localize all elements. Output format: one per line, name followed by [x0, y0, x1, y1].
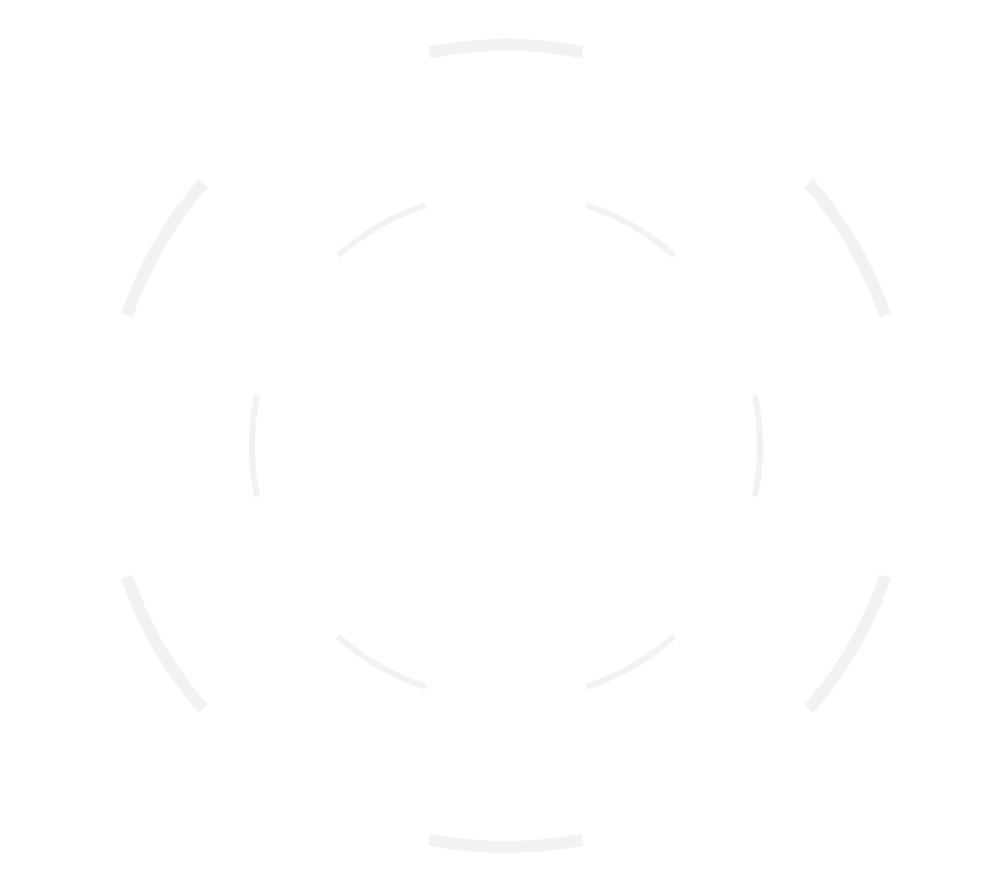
inner-ring-segment: [751, 394, 763, 498]
outer-ring: [121, 39, 891, 853]
inner-ring-segment: [335, 202, 427, 259]
inner-ring: [249, 202, 763, 690]
outer-ring-segment: [121, 178, 208, 318]
outer-ring-segment: [428, 39, 584, 59]
inner-ring-segment: [249, 394, 261, 498]
inner-ring-segment: [585, 202, 677, 259]
outer-ring-segment: [804, 574, 891, 714]
outer-ring-segment: [804, 178, 891, 318]
outer-ring-segment: [121, 574, 208, 714]
inner-ring-segment: [335, 633, 427, 690]
outer-ring-segment: [428, 833, 584, 853]
inner-ring-segment: [585, 633, 677, 690]
